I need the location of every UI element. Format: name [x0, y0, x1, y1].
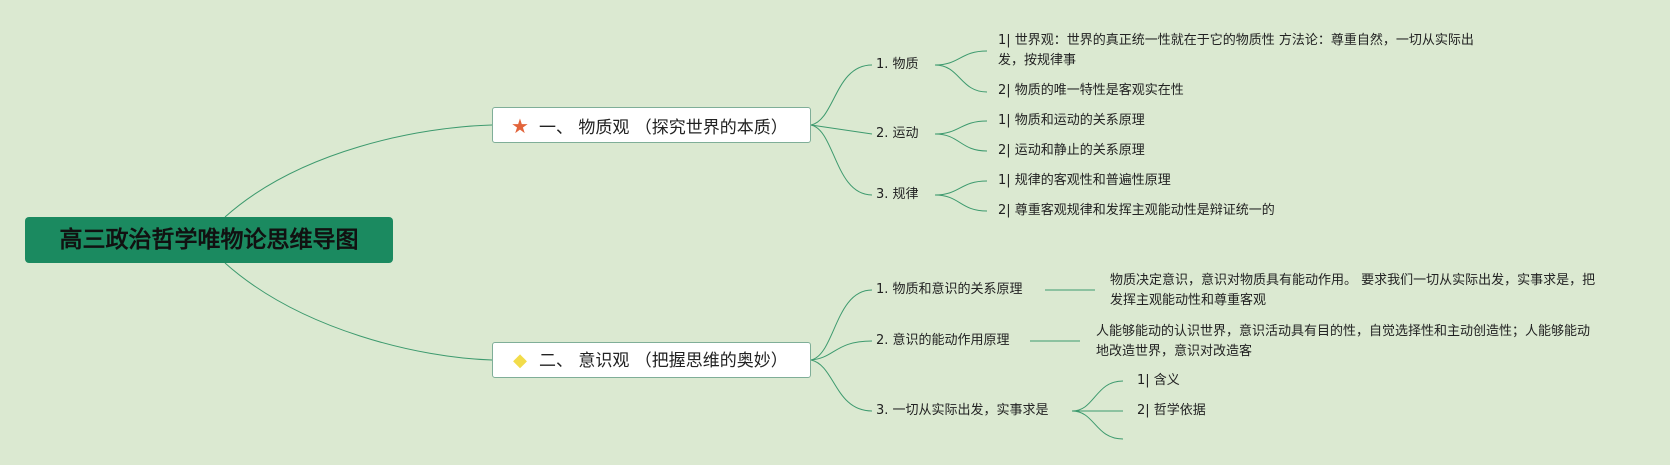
node-motion[interactable]: 2. 运动: [876, 126, 919, 141]
root-node[interactable]: 高三政治哲学唯物论思维导图: [25, 217, 393, 263]
branch-title: 一、 物质观 （探究世界的本质）: [539, 118, 788, 138]
node-matter-item-1[interactable]: 1| 世界观：世界的真正统一性就在于它的物质性 方法论：尊重自然，一切从实际出发…: [998, 33, 1474, 68]
node-seek-truth-item-1[interactable]: 1| 含义: [1137, 373, 1180, 388]
node-law[interactable]: 3. 规律: [876, 187, 919, 202]
node-law-item-2[interactable]: 2| 尊重客观规律和发挥主观能动性是辩证统一的: [998, 203, 1275, 218]
branch-materialism[interactable]: ★ 一、 物质观 （探究世界的本质）: [492, 107, 811, 143]
node-seek-truth[interactable]: 3. 一切从实际出发，实事求是: [876, 403, 1049, 418]
node-initiative-item[interactable]: 人能够能动的认识世界，意识活动具有目的性，自觉选择性和主动创造性；人能够能动地改…: [1096, 324, 1591, 359]
gem-icon: ◆: [513, 350, 527, 371]
node-seek-truth-item-2[interactable]: 2| 哲学依据: [1137, 403, 1206, 418]
node-initiative[interactable]: 2. 意识的能动作用原理: [876, 333, 1010, 348]
node-matter[interactable]: 1. 物质: [876, 57, 919, 72]
branch-title: 二、 意识观 （把握思维的奥妙）: [539, 351, 788, 371]
node-law-item-1[interactable]: 1| 规律的客观性和普遍性原理: [998, 173, 1171, 188]
star-icon: ★: [511, 114, 529, 138]
root-title: 高三政治哲学唯物论思维导图: [59, 227, 359, 253]
node-matter-consciousness[interactable]: 1. 物质和意识的关系原理: [876, 282, 1023, 297]
node-motion-item-2[interactable]: 2| 运动和静止的关系原理: [998, 143, 1145, 158]
branch-consciousness[interactable]: ◆ 二、 意识观 （把握思维的奥妙）: [492, 342, 811, 378]
node-matter-item-2[interactable]: 2| 物质的唯一特性是客观实在性: [998, 83, 1184, 98]
node-matter-consciousness-item[interactable]: 物质决定意识，意识对物质具有能动作用。 要求我们一切从实际出发，实事求是，把发挥…: [1110, 273, 1596, 308]
node-motion-item-1[interactable]: 1| 物质和运动的关系原理: [998, 113, 1145, 128]
